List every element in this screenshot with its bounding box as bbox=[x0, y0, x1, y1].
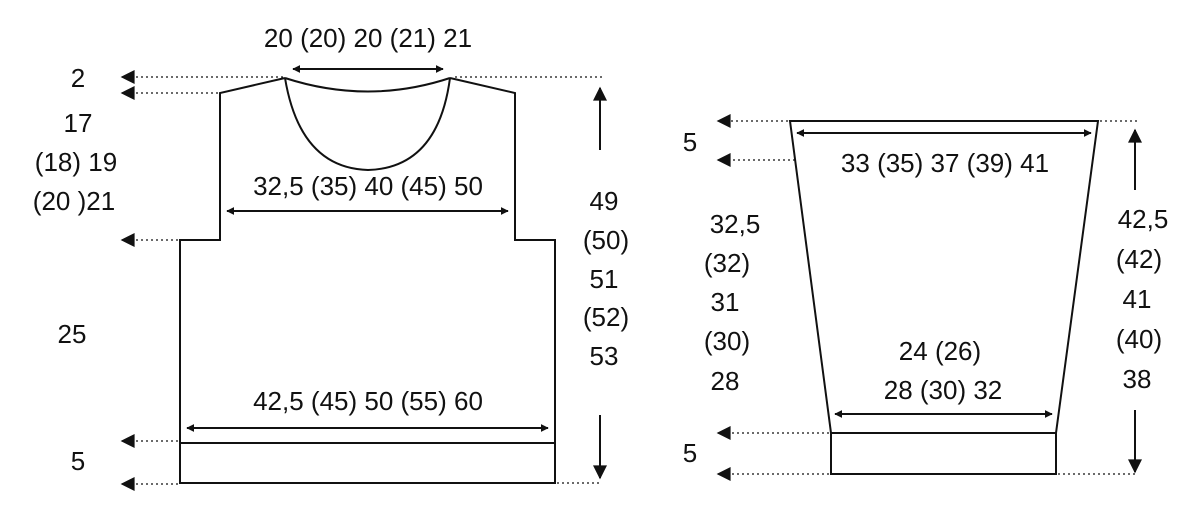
taper-length-label-3: 31 bbox=[711, 287, 740, 317]
sleeve-length-label-5: 38 bbox=[1123, 364, 1152, 394]
total-length-label-4: (52) bbox=[583, 302, 629, 332]
rib-height-label: 5 bbox=[71, 446, 85, 476]
body-piece bbox=[179, 77, 556, 484]
total-length-label-2: (50) bbox=[583, 225, 629, 255]
body-outline bbox=[179, 77, 556, 484]
top-band-label: 5 bbox=[683, 127, 697, 157]
hem-width-label: 42,5 (45) 50 (55) 60 bbox=[253, 386, 483, 416]
sleeve-length-label-2: (42) bbox=[1116, 244, 1162, 274]
neckline-front bbox=[284, 77, 451, 172]
cuff-height-label: 5 bbox=[683, 438, 697, 468]
sleeve-leader-lines bbox=[716, 114, 1137, 481]
body-leader-lines bbox=[120, 70, 602, 491]
cuff-width-label-2: 28 (30) 32 bbox=[884, 375, 1003, 405]
taper-length-label-5: 28 bbox=[711, 366, 740, 396]
body-measure-arrows bbox=[186, 65, 607, 480]
taper-length-label-1: 32,5 bbox=[710, 209, 761, 239]
sleeve-length-label-1: 42,5 bbox=[1118, 204, 1169, 234]
chest-width-label: 32,5 (35) 40 (45) 50 bbox=[253, 171, 483, 201]
taper-length-label-4: (30) bbox=[704, 326, 750, 356]
top-width-label: 33 (35) 37 (39) 41 bbox=[841, 148, 1049, 178]
neckline-back bbox=[284, 77, 451, 93]
sleeve-length-label-3: 41 bbox=[1123, 284, 1152, 314]
armhole-height-label-1: 17 bbox=[64, 108, 93, 138]
sleeve-length-label-4: (40) bbox=[1116, 324, 1162, 354]
body-labels: 20 (20) 20 (21) 21 2 17 (18) 19 (20 )21 … bbox=[33, 23, 629, 476]
armhole-height-label-3: (20 )21 bbox=[33, 186, 115, 216]
neck-width-label: 20 (20) 20 (21) 21 bbox=[264, 23, 472, 53]
total-length-label-3: 51 bbox=[590, 264, 619, 294]
sleeve-piece bbox=[788, 120, 1100, 475]
taper-length-label-2: (32) bbox=[704, 248, 750, 278]
side-length-label: 25 bbox=[58, 319, 87, 349]
shoulder-drop-label: 2 bbox=[71, 63, 85, 93]
total-length-label-1: 49 bbox=[590, 186, 619, 216]
armhole-height-label-2: (18) 19 bbox=[35, 147, 117, 177]
sleeve-measure-arrows bbox=[796, 128, 1142, 474]
total-length-label-5: 53 bbox=[590, 341, 619, 371]
sleeve-labels: 5 33 (35) 37 (39) 41 32,5 (32) 31 (30) 2… bbox=[683, 127, 1169, 468]
cuff-width-label-1: 24 (26) bbox=[899, 336, 981, 366]
